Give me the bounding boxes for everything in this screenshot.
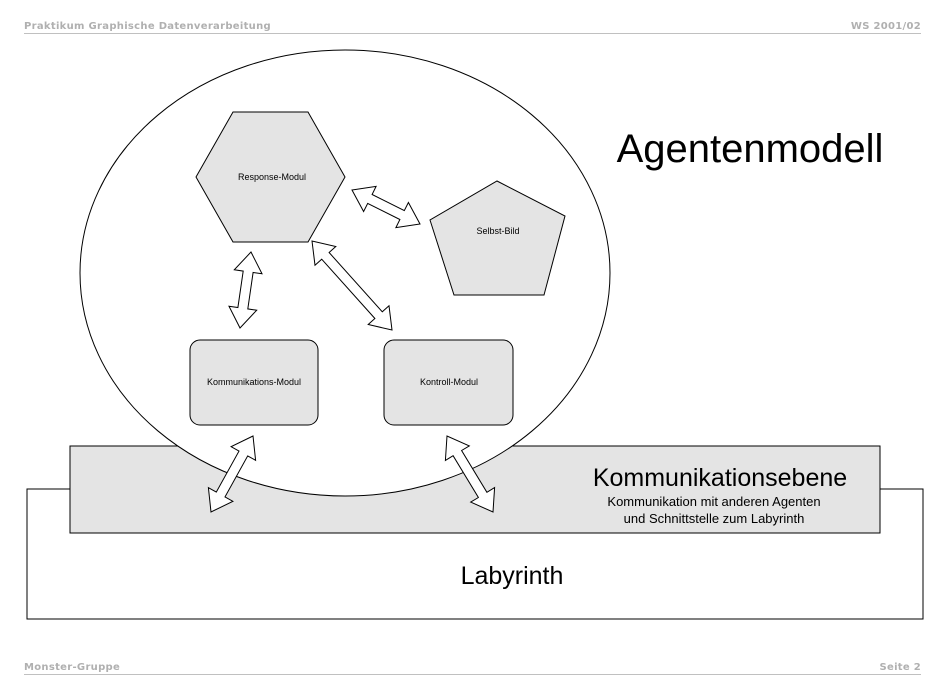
selbst-bild-label: Selbst-Bild: [476, 226, 519, 236]
ebene-title: Kommunikationsebene: [593, 464, 847, 492]
arrow-kommunikation-ebene-icon: [207, 435, 257, 513]
ebene-line1: Kommunikation mit anderen Agenten: [607, 494, 820, 509]
diagram-title: Agentenmodell: [617, 127, 884, 171]
kontroll-modul-box: [383, 339, 514, 426]
kommunikations-modul-label: Kommunikations-Modul: [207, 377, 301, 387]
header-left: Praktikum Graphische Datenverarbeitung: [24, 21, 271, 32]
kommunikations-modul-box: [189, 339, 319, 426]
footer-right: Seite 2: [879, 662, 921, 673]
arrow-response-selbst-icon: [351, 185, 421, 229]
kontroll-modul-label: Kontroll-Modul: [420, 377, 478, 387]
arrow-kontroll-ebene-icon: [444, 435, 496, 513]
selbst-bild-pentagon: [429, 180, 566, 296]
header-right: WS 2001/02: [850, 21, 921, 32]
arrow-response-kommunikation-icon: [228, 251, 263, 329]
response-modul-hexagon: [195, 111, 346, 243]
header-rule: [24, 33, 921, 34]
ebene-line2: und Schnittstelle zum Labyrinth: [624, 511, 805, 526]
response-modul-label: Response-Modul: [238, 172, 306, 182]
labyrinth-label: Labyrinth: [461, 562, 564, 590]
footer-left: Monster-Gruppe: [24, 662, 121, 673]
arrow-response-kontroll-icon: [311, 240, 393, 331]
footer-rule: [24, 674, 921, 675]
